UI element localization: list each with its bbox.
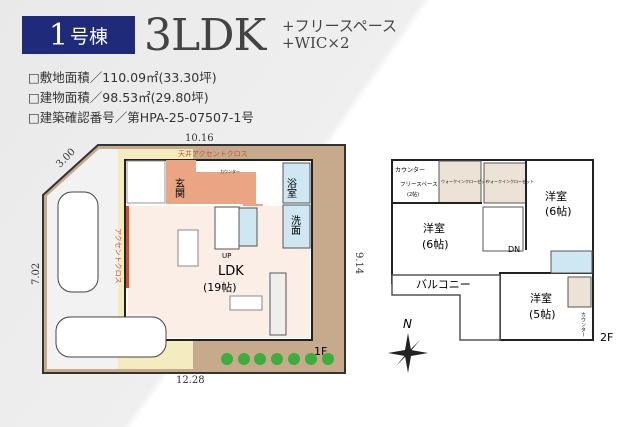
free-space: フリースペース <box>400 181 438 188</box>
unit-suffix: 号棟 <box>70 25 109 48</box>
accent-wall <box>126 206 129 288</box>
stairs-2f <box>482 206 524 252</box>
room-ldk: LDK <box>218 264 244 279</box>
car-1 <box>57 191 99 293</box>
kitchen-counter <box>269 272 287 336</box>
extra-wic: +WIC×2 <box>282 34 350 52</box>
compass-diagonal-icon <box>396 340 420 366</box>
unit-number: 1 <box>48 17 69 53</box>
dim-bottom: 12.28 <box>176 375 205 386</box>
free-space-size: (2帖) <box>407 191 419 198</box>
western-room-3: 洋室 <box>530 291 552 305</box>
stairs-up: UP <box>222 252 231 260</box>
room-entrance: 玄関 <box>173 177 185 199</box>
wash-room <box>282 204 311 249</box>
room-ldk-size: (19帖) <box>203 281 237 294</box>
balcony-label: バルコニー <box>416 278 471 291</box>
western-room-3-size: (5帖) <box>529 308 556 321</box>
floor1-label: 1F <box>314 345 327 358</box>
compass-north: N <box>403 317 412 331</box>
floor2-label: 2F <box>600 331 613 344</box>
balcony <box>391 274 501 341</box>
wic-2 <box>483 162 527 204</box>
unit-badge: 1 号棟 <box>22 16 135 54</box>
accent-ceiling-label: 天井アクセントクロス <box>178 149 248 158</box>
western-room-1-size: (6帖) <box>545 205 572 218</box>
spec-site-area: □敷地面積／110.09㎡(33.30坪) <box>28 70 217 85</box>
stairs-1f <box>214 206 240 250</box>
shoe-storage <box>126 160 166 204</box>
toilet-2f <box>550 250 593 274</box>
stairs-down: DN <box>508 245 520 254</box>
extra-free-space: +フリースペース <box>282 17 398 35</box>
western-room-2: 洋室 <box>423 221 445 235</box>
bath-room <box>282 162 311 204</box>
entrance-area <box>166 160 196 204</box>
western-room-2-size: (6帖) <box>422 238 449 251</box>
sofa <box>177 229 199 267</box>
counter-1f: カウンター <box>220 168 240 174</box>
floor1-plan: 10.16 3.00 7.02 9.14 12.28 天井アクセントクロス アク… <box>31 133 364 386</box>
closet-2f <box>567 276 592 308</box>
counter-2f-top: カウンター <box>395 166 425 174</box>
wic-2-label: ウォークインクローゼット <box>486 178 534 184</box>
wic-1 <box>438 160 482 204</box>
dim-left: 7.02 <box>31 263 42 285</box>
spec-permit-number: □建築確認番号／第HPA-25-07507-1号 <box>28 110 254 125</box>
layout-extras: +フリースペース +WIC×2 <box>282 18 397 52</box>
hall-area <box>196 172 256 204</box>
spec-building-area: □建物面積／98.53㎡(29.80坪) <box>28 90 209 105</box>
shrubs <box>221 353 334 365</box>
compass: N <box>388 317 428 373</box>
wic-1-label: ウォークインクローゼット <box>441 178 489 184</box>
room-wash: 洗面 <box>289 215 301 236</box>
western-room-1: 洋室 <box>545 189 567 203</box>
accent-wall-label: アクセントクロス <box>114 228 122 284</box>
car-2 <box>55 316 167 358</box>
toilet-1f <box>238 207 258 247</box>
dim-right: 9.14 <box>353 252 364 274</box>
counter-2f-side: カウンター <box>580 312 586 337</box>
dim-top: 10.16 <box>185 133 214 144</box>
floor2-plan: カウンター フリースペース (2帖) ウォークインクローゼット ウォークインクロ… <box>391 159 613 344</box>
dining-table <box>229 295 263 311</box>
layout-type: 3LDK <box>144 10 266 61</box>
room-bath: 浴室 <box>285 178 297 198</box>
